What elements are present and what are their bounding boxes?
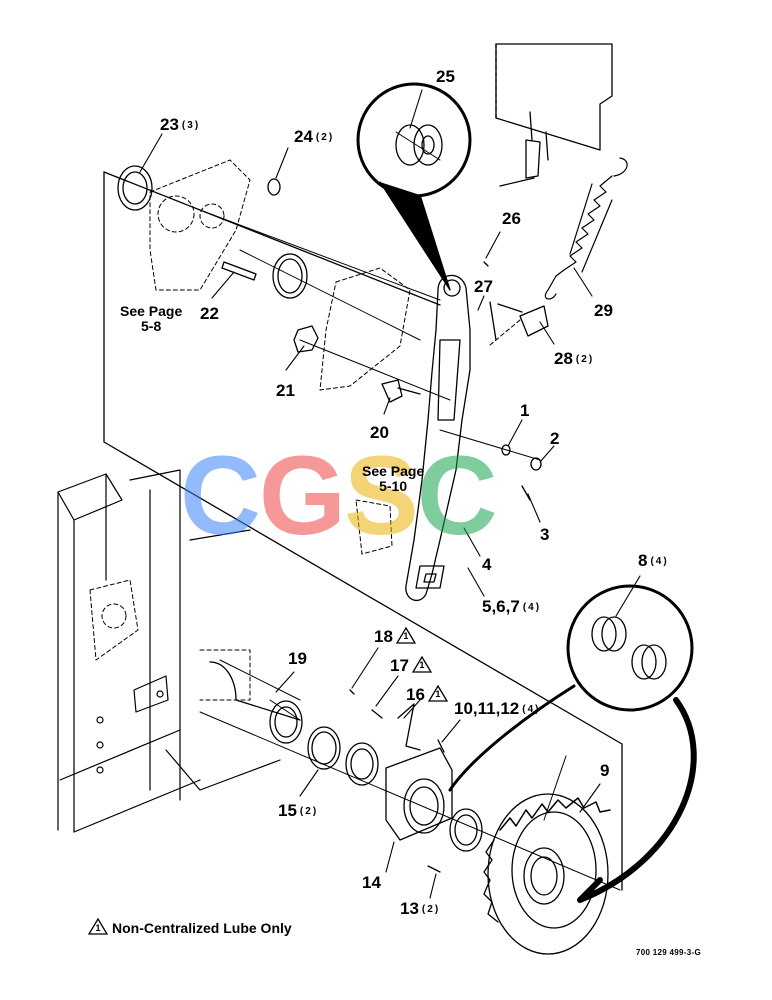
callout-21: 21: [276, 381, 295, 400]
part-24-washer: [267, 178, 281, 196]
reference-bracket-upper: [149, 159, 251, 291]
part-26-pin: [483, 261, 489, 267]
callout-10-11-12: 10,11,12(4): [454, 699, 541, 718]
see-page-note-upper: See Page 5-8: [120, 303, 183, 335]
part-27-pin: [489, 301, 497, 341]
part-18-fitting: [349, 689, 355, 695]
turnbuckle: [499, 139, 541, 187]
part-ring-clip: [272, 253, 308, 299]
part-22-key: [221, 261, 257, 281]
callout-4: 4: [482, 555, 492, 574]
part-21-nut: [293, 325, 319, 353]
drawing-number: 700 129 499-3-G: [636, 948, 701, 957]
callout-8: 8(4): [638, 551, 669, 570]
callout-29: 29: [594, 301, 613, 320]
callout-14: 14: [362, 873, 381, 892]
detail-circle-8: [566, 584, 694, 712]
boundary-line: [103, 171, 623, 745]
callout-28: 28(2): [554, 349, 595, 368]
boundary-line: [103, 171, 441, 306]
see-page-middle-line2: 5-10: [379, 478, 408, 495]
part-14-flange-bearing: [385, 747, 453, 841]
triangle-note-icon: 1: [88, 918, 108, 935]
callout-13: 13(2): [400, 899, 441, 918]
callout-24: 24(2): [294, 127, 335, 146]
frame-panel: [57, 469, 281, 833]
callout-23: 23(3): [160, 115, 201, 134]
callout-2: 2: [550, 429, 560, 448]
part-2-washer: [530, 457, 542, 471]
callout-25: 25: [436, 67, 455, 86]
part-23-ring: [117, 165, 153, 211]
part-3-cotter: [521, 485, 531, 501]
legend-text: Non-Centralized Lube Only: [112, 920, 292, 936]
callout-26: 26: [502, 209, 521, 228]
spring: [544, 157, 628, 300]
see-page-note-middle: See Page 5-10: [362, 463, 425, 495]
callout-3: 3: [540, 525, 550, 544]
part-washer: [345, 742, 379, 786]
part-washer-lower: [449, 808, 483, 852]
part-28-clevis: [497, 303, 549, 337]
part-bushing: [269, 700, 303, 744]
part-20-bolt: [381, 379, 421, 403]
callout-20: 20: [370, 423, 389, 442]
part-13-bolt: [427, 865, 441, 873]
part-1-bushing: [501, 444, 511, 456]
callout-15: 15(2): [278, 801, 319, 820]
lever-plate: [415, 565, 445, 589]
sprocket: [483, 755, 611, 955]
callout-27: 27: [474, 277, 493, 296]
see-page-upper-line1: See Page: [120, 303, 183, 319]
part-15-ring: [307, 726, 341, 770]
see-page-middle-line1: See Page: [362, 463, 425, 479]
callout-1: 1: [520, 401, 530, 420]
part-16-tube: [397, 703, 421, 751]
part-19-sleeve: [209, 661, 301, 721]
lever-arm: [405, 274, 471, 602]
part-17-fitting: [371, 709, 383, 719]
upper-bracket: [495, 43, 613, 151]
callout-22: 22: [200, 304, 219, 323]
callout-19: 19: [288, 649, 307, 668]
part-10-bolt: [437, 739, 445, 753]
callout-5-6-7: 5,6,7(4): [482, 597, 542, 616]
callout-9: 9: [600, 761, 610, 780]
see-page-upper-line2: 5-8: [141, 318, 162, 335]
reference-bracket-middle: [319, 267, 411, 391]
